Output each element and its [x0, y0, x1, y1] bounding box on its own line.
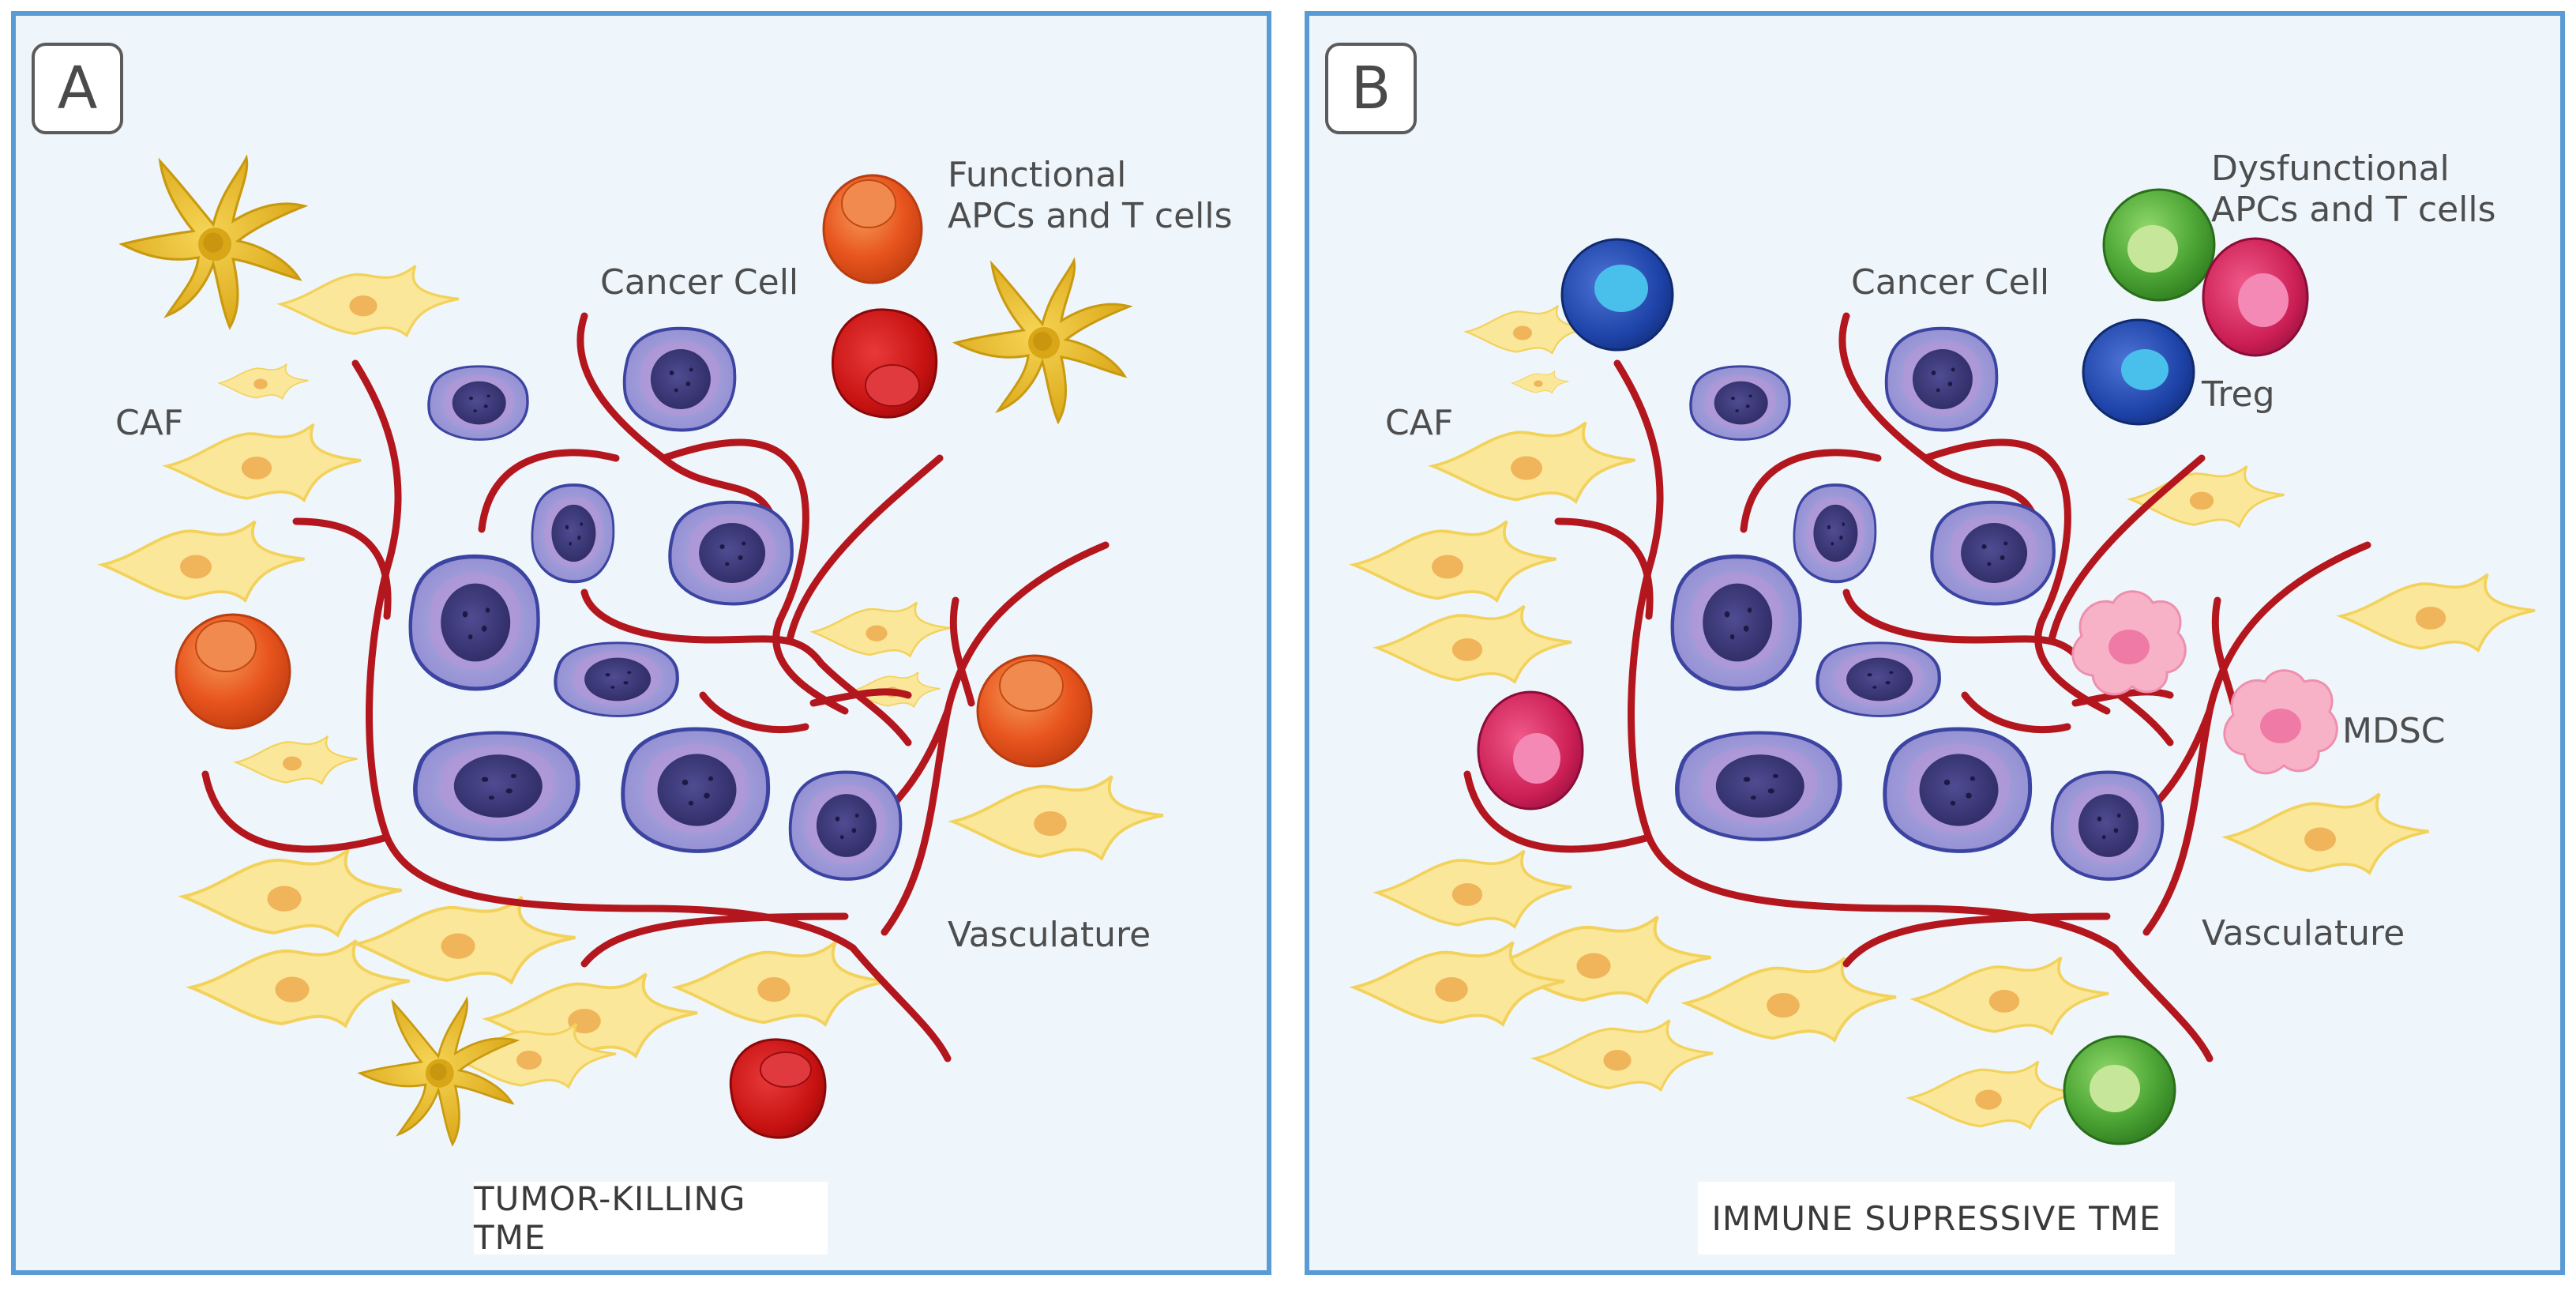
mdsc-label: MDSC [2342, 711, 2446, 751]
panel-b: B Dysfunctional APCs and T cells Cancer … [1305, 11, 2565, 1275]
caf-label-b: CAF [1385, 403, 1454, 443]
panel-a-illustration [100, 156, 1165, 1145]
cancer-cell-label-a: Cancer Cell [600, 262, 799, 303]
caption-immune-suppressive: IMMUNE SUPRESSIVE TME [1698, 1182, 2175, 1254]
vasculature-label-a: Vasculature [948, 915, 1151, 955]
panel-a: A Functional APCs and T cells Cancer Cel… [11, 11, 1271, 1275]
treg-label: Treg [2202, 374, 2275, 415]
dysfunctional-immune-cells-text: Dysfunctional APCs and T cells [2211, 149, 2496, 230]
vasculature-label-b: Vasculature [2202, 913, 2405, 953]
caption-tumor-killing: TUMOR-KILLING TME [474, 1179, 828, 1257]
functional-immune-cells-text: Functional APCs and T cells [948, 155, 1233, 236]
panel-b-illustration [1352, 188, 2537, 1145]
panel-b-letter: B [1325, 43, 1417, 134]
cancer-cell-label-b: Cancer Cell [1851, 262, 2050, 303]
caf-label-a: CAF [115, 403, 184, 443]
panel-a-letter: A [32, 43, 123, 134]
dysfunctional-immune-cells-label: Dysfunctional APCs and T cells [2211, 149, 2496, 231]
functional-immune-cells-label: Functional APCs and T cells [948, 155, 1233, 237]
